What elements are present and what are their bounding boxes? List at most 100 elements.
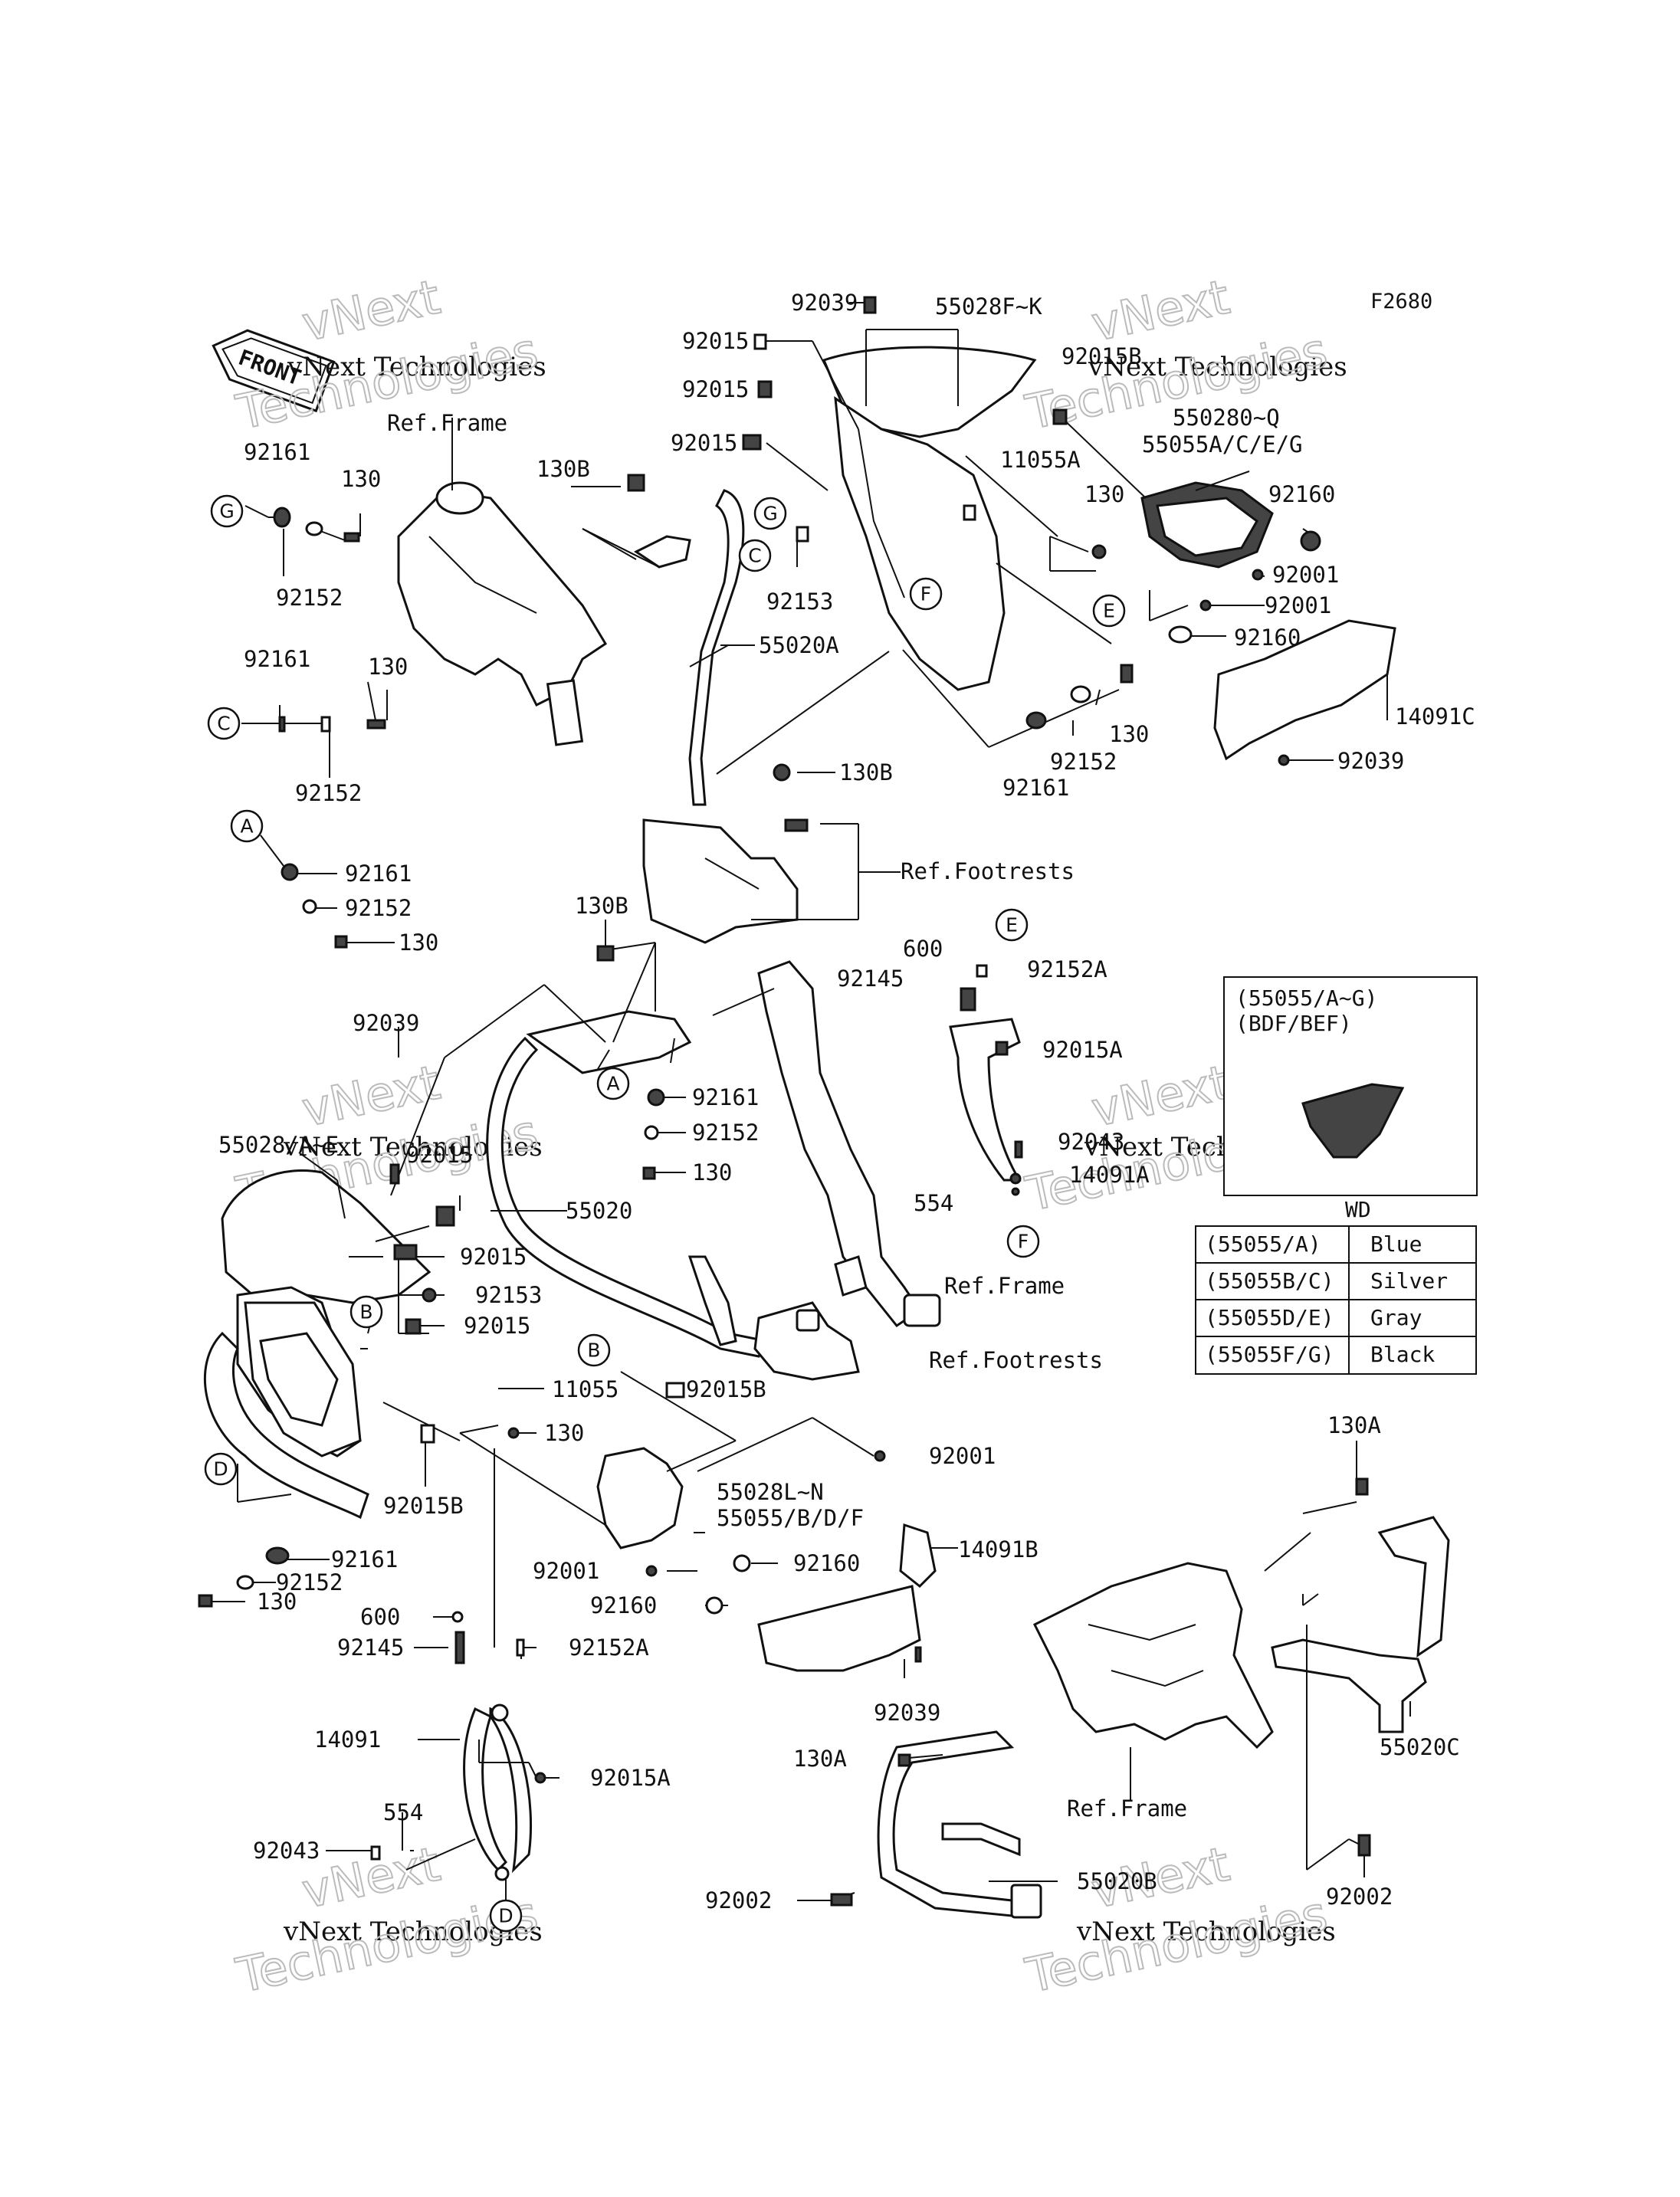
part-number: 92015 (464, 1313, 530, 1339)
callout-circle: E (995, 908, 1029, 942)
part-number: 130 (1109, 721, 1149, 747)
ref-frame-label: Ref.Frame (944, 1273, 1065, 1299)
part-number: 92153 (475, 1282, 542, 1308)
part-number: 92039 (791, 290, 858, 316)
panel-14091b (757, 1523, 937, 1672)
part-number: 130 (257, 1589, 297, 1615)
part-number: 14091 (314, 1726, 381, 1753)
svg-text:A: A (240, 815, 253, 838)
lower-cover-14091c (1213, 619, 1396, 761)
color-table-code: (55055D/E) (1205, 1305, 1334, 1330)
frame-top-left (397, 481, 608, 746)
guard-bracket-55020a (634, 489, 745, 806)
ref-footrests-label: Ref.Footrests (901, 858, 1075, 884)
part-number: 92161 (1002, 775, 1069, 801)
part-number: 92039 (1337, 748, 1404, 774)
engine-guard-55020b (877, 1730, 1042, 1919)
color-table: WD (55055/A) Blue (55055B/C) Silver (550… (1195, 1197, 1477, 1375)
svg-text:G: G (219, 500, 234, 523)
upper-shield (822, 346, 1037, 691)
svg-text:C: C (217, 713, 230, 735)
part-number: 92161 (244, 439, 310, 465)
curved-cover-14091a (949, 1018, 1022, 1182)
part-number: 92152A (1027, 956, 1107, 982)
part-number: 92015 (682, 328, 749, 354)
callout-circle: D (489, 1899, 523, 1933)
part-number: 130B (575, 893, 628, 919)
footrest-bracket-mid (753, 1301, 860, 1381)
part-number: 55020 (566, 1198, 632, 1224)
part-number: 92001 (533, 1558, 599, 1584)
part-number: 92152A (569, 1635, 649, 1661)
part-number: 92015 (671, 430, 737, 456)
callout-circle: C (207, 707, 241, 740)
part-number: 130 (341, 466, 381, 492)
svg-text:B: B (587, 1340, 600, 1362)
part-number: 130B (839, 759, 893, 785)
part-number: 92001 (929, 1443, 996, 1469)
svg-text:vNext: vNext (1087, 269, 1234, 353)
part-number: 92001 (1272, 562, 1339, 588)
part-number: 92160 (1268, 481, 1335, 507)
ref-frame-label: Ref.Frame (387, 410, 507, 436)
part-number: 92039 (353, 1010, 419, 1036)
engine-guard-55020c (1271, 1516, 1450, 1733)
callout-circle: G (210, 494, 244, 528)
part-number: 92161 (331, 1546, 398, 1572)
callout-circle: G (753, 497, 787, 530)
part-number: 92015A (1042, 1037, 1123, 1063)
svg-text:G: G (763, 503, 777, 525)
ref-footrests-label: Ref.Footrests (929, 1347, 1103, 1373)
color-table-color: Black (1370, 1342, 1435, 1367)
svg-text:E: E (1103, 600, 1115, 622)
color-table-color: Silver (1370, 1268, 1448, 1294)
part-number: 92015B (383, 1493, 464, 1519)
front-arrow-icon: FRONT (212, 329, 336, 413)
figure-code: F2680 (1370, 290, 1432, 313)
part-number: 55055/B/D/F (717, 1505, 864, 1531)
variant-box-line1: (55055/A~G) (1235, 985, 1377, 1011)
part-number: 11055A (1000, 447, 1081, 473)
svg-text:A: A (606, 1073, 619, 1095)
part-number: 92161 (244, 646, 310, 672)
svg-text:vNext Technologies: vNext Technologies (287, 352, 546, 382)
svg-text:F: F (920, 583, 931, 605)
part-number: 14091B (958, 1536, 1039, 1562)
engine-guard-55020 (486, 1010, 769, 1358)
svg-text:Technologies: Technologies (1021, 1885, 1332, 2003)
part-number: 92152 (276, 585, 343, 611)
inner-guard-left (203, 1301, 369, 1520)
side-cover-550280 (1140, 481, 1274, 569)
part-number: 92160 (590, 1592, 657, 1618)
part-number: 92153 (766, 589, 833, 615)
part-number: 92145 (337, 1635, 404, 1661)
part-number: 130B (536, 456, 590, 482)
variant-box: (55055/A~G) (BDF/BEF) (1223, 976, 1478, 1196)
callout-circle: C (738, 539, 772, 572)
variant-box-cover-icon (1301, 1083, 1405, 1159)
part-number: 92152 (1050, 749, 1117, 775)
color-table-color: Blue (1370, 1231, 1422, 1257)
svg-text:D: D (213, 1458, 228, 1481)
part-number: 92015A (590, 1765, 671, 1791)
svg-text:vNext: vNext (297, 1054, 445, 1138)
part-number: 92160 (1234, 625, 1301, 651)
callout-circle: D (204, 1452, 238, 1486)
part-number: 92015B (1061, 343, 1142, 369)
part-number: 130 (692, 1159, 732, 1185)
part-number: 92043 (253, 1838, 320, 1864)
variant-box-line2: (BDF/BEF) (1235, 1011, 1352, 1036)
part-number-labels: 92039 55028F~K 92015 92015 92015 92015B … (218, 290, 1475, 1913)
svg-text:D: D (498, 1905, 513, 1927)
frame-rail-center (757, 960, 941, 1328)
lower-cover-55028l (596, 1447, 684, 1549)
callout-circle: A (230, 809, 264, 843)
hardware (198, 296, 1371, 1907)
part-number: 550280~Q (1173, 405, 1280, 431)
part-number: 130A (793, 1746, 847, 1772)
footrest-bracket-top (642, 818, 799, 944)
part-number: 600 (903, 936, 943, 962)
loop-cover-14091 (463, 1703, 532, 1881)
part-number: 554 (914, 1190, 953, 1216)
